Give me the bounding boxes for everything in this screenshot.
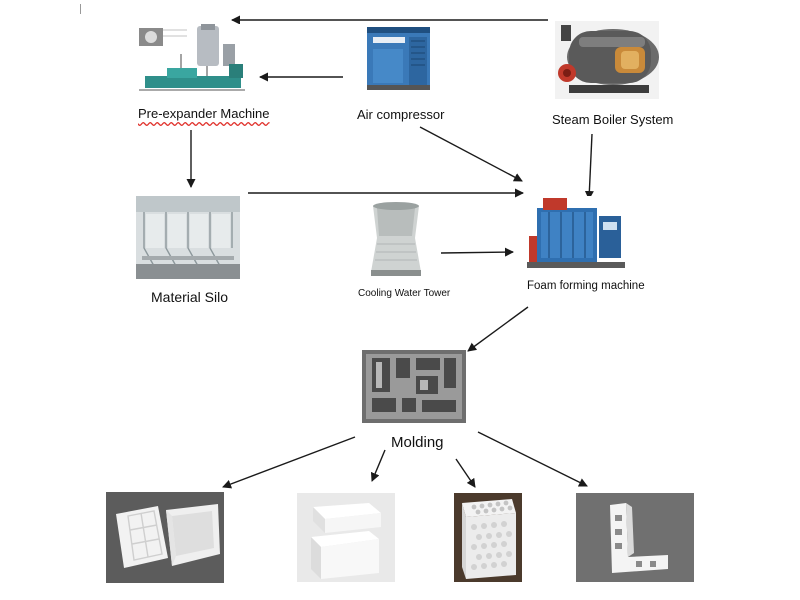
material-silo-photo (136, 196, 240, 279)
air-compressor-photo (367, 27, 430, 90)
cooling-tower-node (365, 198, 427, 278)
arrow-molding-to-product-1 (222, 436, 356, 489)
foam-forming-label: Foam forming machine (527, 280, 645, 292)
air-compressor-node (367, 27, 430, 90)
cooling-tower-label: Cooling Water Tower (358, 288, 451, 299)
product-corner-node (576, 493, 694, 582)
foam-forming-machine-node (527, 196, 625, 274)
text-cursor-mark (80, 4, 81, 14)
product-tray-node (106, 492, 224, 583)
pre-expander-machine-node (137, 24, 247, 96)
foam-box-product-photo (297, 493, 395, 582)
steam-boiler-photo (555, 21, 659, 99)
arrow-cooling-to-foam (440, 247, 514, 257)
steam-boiler-node (555, 21, 659, 99)
product-box-node (297, 493, 395, 582)
molding-photo (362, 350, 466, 423)
foam-tray-product-photo (106, 492, 224, 583)
pre-expander-label: Pre-expander Machine (138, 106, 270, 121)
product-honeycomb-node (454, 493, 522, 582)
molding-node (362, 350, 466, 423)
foam-honeycomb-product-photo (454, 493, 522, 582)
arrow-molding-to-product-3 (455, 458, 476, 488)
pre-expander-machine-photo (137, 24, 247, 96)
arrow-boiler-to-foam (584, 133, 594, 200)
arrow-compressor-to-foam (419, 126, 523, 182)
foam-forming-machine-photo (527, 196, 625, 274)
material-silo-node (136, 196, 240, 279)
air-compressor-label: Air compressor (357, 107, 445, 122)
arrow-molding-to-product-4 (477, 431, 588, 487)
arrow-molding-to-product-2 (370, 449, 386, 482)
steam-boiler-label: Steam Boiler System (552, 112, 674, 127)
material-silo-label: Material Silo (151, 289, 229, 305)
molding-label: Molding (391, 434, 444, 451)
cooling-tower-photo (365, 198, 427, 278)
foam-corner-product-photo (576, 493, 694, 582)
arrow-foam-to-molding (467, 306, 529, 352)
